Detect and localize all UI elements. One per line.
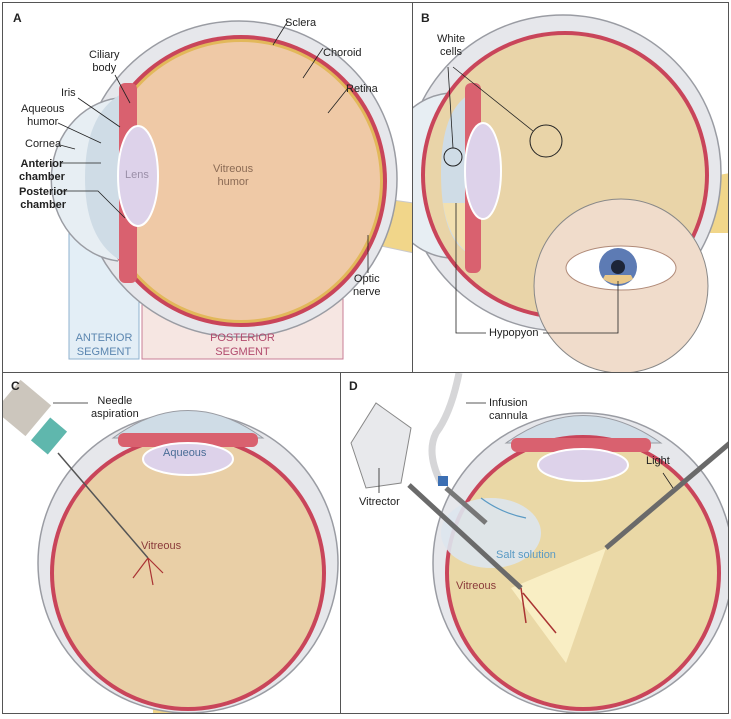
cannula-tip: [444, 486, 488, 525]
needle-aspiration-illustration: [3, 379, 339, 713]
cannula-connector: [438, 476, 448, 486]
hypopyon-photo: [603, 275, 633, 284]
label-aqueous-humor: Aqueous humor: [21, 103, 65, 128]
label-salt-solution: Salt solution: [496, 549, 556, 561]
label-anterior-segment: ANTERIOR SEGMENT: [75, 332, 133, 358]
hypopyon-illustration: [413, 14, 728, 372]
anterior-chamber: [85, 93, 125, 263]
label-light: Light: [646, 455, 670, 467]
panel-letter: A: [13, 11, 22, 25]
vitrector-handle: [350, 402, 412, 489]
label-iris: Iris: [61, 87, 76, 99]
label-needle-aspiration: Needle aspiration: [91, 395, 139, 420]
lens: [142, 442, 234, 476]
syringe: [3, 379, 149, 559]
label-ciliary-body: Ciliary body: [89, 49, 120, 74]
lens: [117, 125, 159, 227]
label-choroid: Choroid: [323, 47, 362, 59]
label-aqueous: Aqueous: [163, 447, 207, 459]
infusion-cannula: [428, 373, 463, 485]
panel-letter: D: [349, 379, 358, 393]
panel-b: B White cells Hypopyon: [412, 2, 729, 373]
lens: [537, 448, 629, 482]
label-posterior-chamber: Posterior chamber: [19, 186, 68, 211]
label-vitreous: Vitreous: [141, 540, 182, 552]
label-hypopyon: Hypopyon: [489, 327, 539, 339]
vitreous-humor: [102, 42, 380, 320]
label-optic-nerve: Optic nerve: [353, 273, 381, 298]
vitrectomy-illustration: [350, 373, 728, 713]
label-cornea: Cornea: [25, 138, 62, 150]
label-lens: Lens: [125, 169, 149, 181]
label-infusion-cannula: Infusion cannula: [489, 397, 528, 422]
panel-a: A Sclera Choroid Retina Ciliary body Iri…: [2, 2, 413, 373]
flow-arrow: [480, 497, 527, 519]
needle: [57, 452, 149, 559]
light-cone: [511, 548, 606, 663]
panel-letter: C: [11, 379, 20, 393]
vitrector-shaft: [407, 483, 523, 590]
panel-letter: B: [421, 11, 430, 25]
vitreous: [54, 439, 322, 707]
label-white-cells: White cells: [437, 33, 466, 58]
white-cells-circle: [529, 124, 563, 158]
label-vitreous: Vitreous: [456, 580, 497, 592]
light-probe: [604, 441, 728, 550]
label-sclera: Sclera: [285, 17, 317, 29]
label-vitreous-humor: Vitreous humor: [213, 163, 254, 188]
eye-anatomy-illustration: [50, 20, 412, 360]
panel-c: C Needle aspiration Aqueous Vitreous: [2, 372, 341, 714]
panel-d: D Infusion cannula Vitrector Light Salt …: [340, 372, 729, 714]
label-vitrector: Vitrector: [359, 496, 400, 508]
label-retina: Retina: [346, 83, 378, 95]
hypopyon-layer: [443, 203, 468, 253]
label-anterior-chamber: Anterior chamber: [19, 158, 65, 183]
aqueous-chamber: [111, 410, 265, 439]
label-posterior-segment: POSTERIOR SEGMENT: [210, 332, 275, 358]
